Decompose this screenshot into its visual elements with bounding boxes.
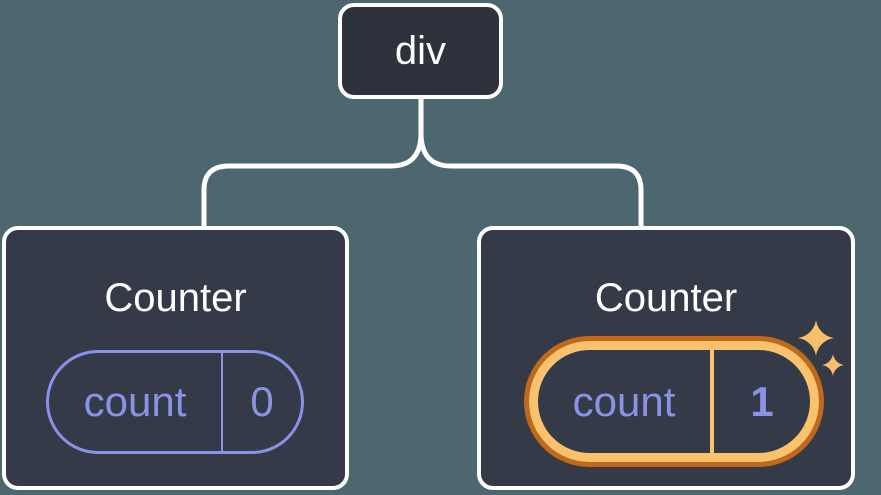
state-pill-right-highlight-ring: count 1 — [524, 336, 824, 467]
tree-node-div-label: div — [394, 28, 447, 73]
state-pill-left: count 0 — [46, 350, 304, 454]
counter-card-left-title: Counter — [104, 276, 247, 320]
sparkles-icon — [798, 320, 844, 376]
connector-root-to-left-counter — [201, 94, 424, 231]
state-pill-right: count 1 — [529, 341, 819, 462]
state-pill-right-divider — [710, 350, 714, 453]
state-pill-left-value: 0 — [250, 378, 274, 425]
sparkle-icon-small — [822, 354, 844, 376]
state-pill-left-label: count — [83, 378, 187, 425]
state-pill-right-label: count — [572, 377, 676, 425]
state-pill-right-value: 1 — [750, 377, 774, 425]
tree-node-div: div — [338, 3, 503, 99]
state-pill-left-divider — [221, 353, 223, 451]
counter-card-right-title: Counter — [594, 276, 738, 320]
counter-card-right: Counter count 1 — [477, 226, 855, 490]
counter-card-left: Counter count 0 — [2, 226, 349, 490]
connector-root-to-right-counter — [418, 94, 644, 231]
sparkle-icon-large — [798, 320, 834, 356]
